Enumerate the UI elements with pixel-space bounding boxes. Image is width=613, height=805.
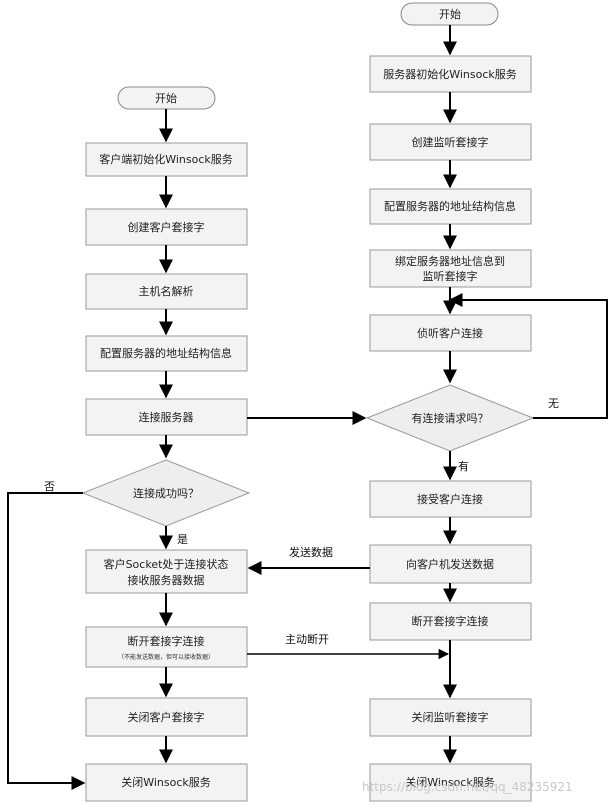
- server-config-node: 配置服务器的地址结构信息: [369, 188, 532, 225]
- client-receive-node: 客户Socket处于连接状态 接收服务器数据: [85, 549, 248, 594]
- client-disconnect-node: 断开套接字连接 （不能发送数据，但可以接收数据）: [85, 626, 248, 668]
- client-disconnect-note: （不能发送数据，但可以接收数据）: [118, 653, 214, 661]
- server-create-listen-label: 创建监听套接字: [412, 135, 489, 149]
- server-disconnect-node: 断开套接字连接: [369, 602, 532, 641]
- server-yes-label: 有: [458, 459, 469, 473]
- server-flow: 开始 服务器初始化Winsock服务 创建监听套接字 配置服务器的地址结构信息 …: [365, 2, 608, 802]
- client-no-branch-arrow: [7, 492, 86, 790]
- server-init-node: 服务器初始化Winsock服务: [369, 55, 532, 93]
- server-start-node: 开始: [400, 2, 499, 26]
- client-close-winsock-label: 关闭Winsock服务: [121, 775, 211, 789]
- server-listen-node: 侦听客户连接: [369, 314, 532, 352]
- client-init-node: 客户端初始化Winsock服务: [85, 142, 248, 177]
- client-decision-node: 连接成功吗？: [81, 459, 251, 527]
- server-accept-node: 接受客户连接: [369, 480, 532, 518]
- client-create-socket-label: 创建客户套接字: [128, 220, 205, 234]
- server-listen-label: 侦听客户连接: [417, 326, 483, 340]
- client-create-socket-node: 创建客户套接字: [85, 208, 248, 246]
- client-flow: 开始 客户端初始化Winsock服务 创建客户套接字 主机名解析 配置服务器的地…: [7, 86, 251, 802]
- client-receive-label-2: 接收服务器数据: [128, 573, 205, 587]
- server-config-label: 配置服务器的地址结构信息: [384, 199, 516, 213]
- server-send-node: 向客户机发送数据: [369, 544, 532, 584]
- client-receive-label-1: 客户Socket处于连接状态: [104, 557, 229, 571]
- client-yes-label: 是: [177, 533, 188, 546]
- client-resolve-label: 主机名解析: [139, 284, 194, 298]
- server-close-listen-node: 关闭监听套接字: [369, 698, 532, 737]
- server-send-label: 向客户机发送数据: [406, 557, 494, 571]
- client-connect-node: 连接服务器: [85, 398, 248, 436]
- client-no-label: 否: [44, 480, 55, 493]
- client-connect-label: 连接服务器: [139, 411, 194, 424]
- cross-links: 发送数据 主动断开: [247, 411, 450, 660]
- server-close-winsock-node: 关闭Winsock服务: [369, 763, 532, 802]
- server-start-label: 开始: [439, 7, 461, 21]
- server-init-label: 服务器初始化Winsock服务: [383, 67, 517, 81]
- server-decision-node: 有连接请求吗？: [365, 384, 535, 452]
- active-disconnect-label: 主动断开: [285, 632, 329, 646]
- server-no-label: 无: [548, 397, 559, 410]
- client-config-label: 配置服务器的地址结构信息: [100, 346, 232, 360]
- server-decision-label: 有连接请求吗？: [412, 411, 489, 425]
- client-disconnect-label: 断开套接字连接: [128, 634, 205, 648]
- client-decision-label: 连接成功吗？: [133, 487, 199, 500]
- server-no-loop-arrow: [448, 293, 608, 419]
- server-bind-label-2: 监听套接字: [423, 269, 478, 283]
- client-init-label: 客户端初始化Winsock服务: [99, 152, 233, 166]
- send-data-label: 发送数据: [289, 545, 333, 559]
- client-start-node: 开始: [117, 86, 216, 110]
- server-bind-node: 绑定服务器地址信息到 监听套接字: [369, 249, 532, 288]
- server-bind-label-1: 绑定服务器地址信息到: [395, 254, 505, 268]
- server-create-listen-node: 创建监听套接字: [369, 123, 532, 161]
- client-config-node: 配置服务器的地址结构信息: [85, 335, 248, 372]
- client-close-socket-label: 关闭客户套接字: [128, 710, 205, 724]
- server-close-listen-label: 关闭监听套接字: [412, 710, 489, 724]
- client-resolve-node: 主机名解析: [85, 273, 248, 310]
- server-accept-label: 接受客户连接: [417, 492, 483, 506]
- client-start-label: 开始: [155, 91, 177, 105]
- server-disconnect-label: 断开套接字连接: [412, 614, 489, 628]
- client-close-socket-node: 关闭客户套接字: [85, 697, 248, 737]
- client-close-winsock-node: 关闭Winsock服务: [85, 763, 248, 802]
- server-close-winsock-label: 关闭Winsock服务: [405, 775, 495, 789]
- watermark: https://blog.csdn.net/qq_48235921: [362, 780, 573, 794]
